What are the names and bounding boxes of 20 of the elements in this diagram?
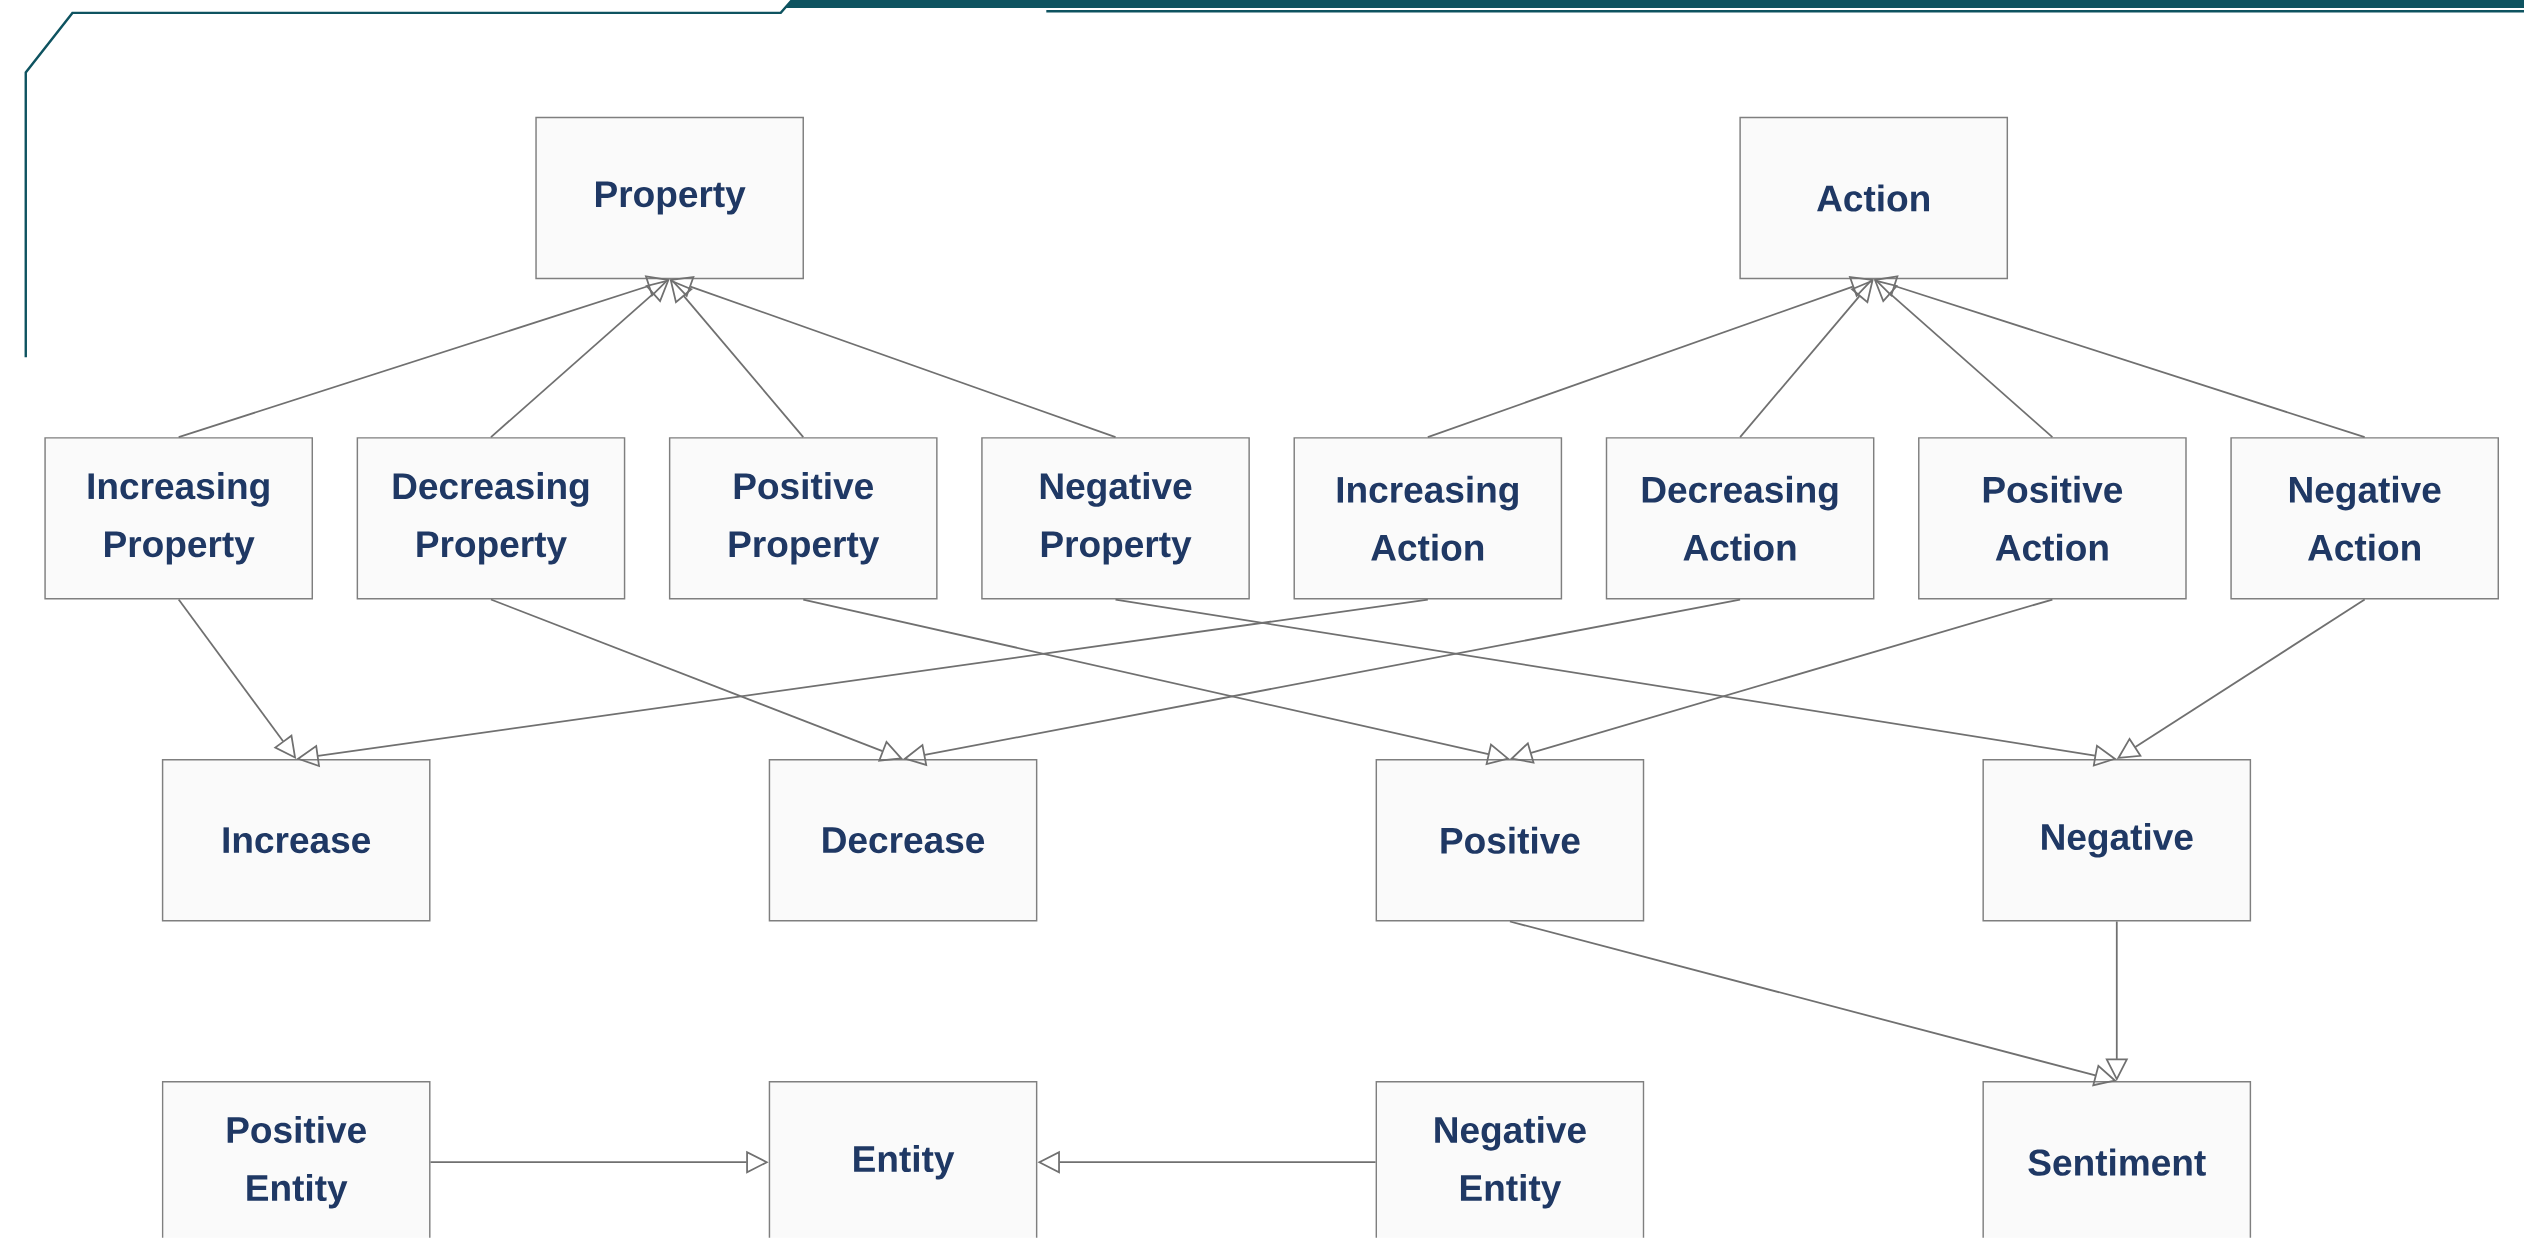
class-box: Negative Action [2230,437,2499,600]
generalization-arrow [490,279,670,439]
class-box: Positive [1375,759,1645,922]
class-box: Negative [1982,759,2252,922]
class-box: Positive Action [1918,437,2187,600]
class-box: Positive Property [668,437,938,600]
class-box: Increasing Action [1293,437,1563,600]
class-box: Increasing Property [44,437,313,600]
class-box: Entity [768,1081,1038,1238]
class-box: Increase [161,759,431,922]
class-box: Action [1739,116,2009,280]
class-box: Negative Entity [1375,1081,1645,1238]
generalization-arrow [1739,279,1874,439]
class-box: Negative Property [981,437,1250,600]
class-box: Positive Entity [161,1081,431,1238]
class-box: Property [535,116,804,280]
class-box: Decrease [768,759,1038,922]
class-box: Decreasing Property [356,437,626,600]
class-box: Sentiment [1982,1081,2252,1238]
class-box: Decreasing Action [1605,437,1875,600]
